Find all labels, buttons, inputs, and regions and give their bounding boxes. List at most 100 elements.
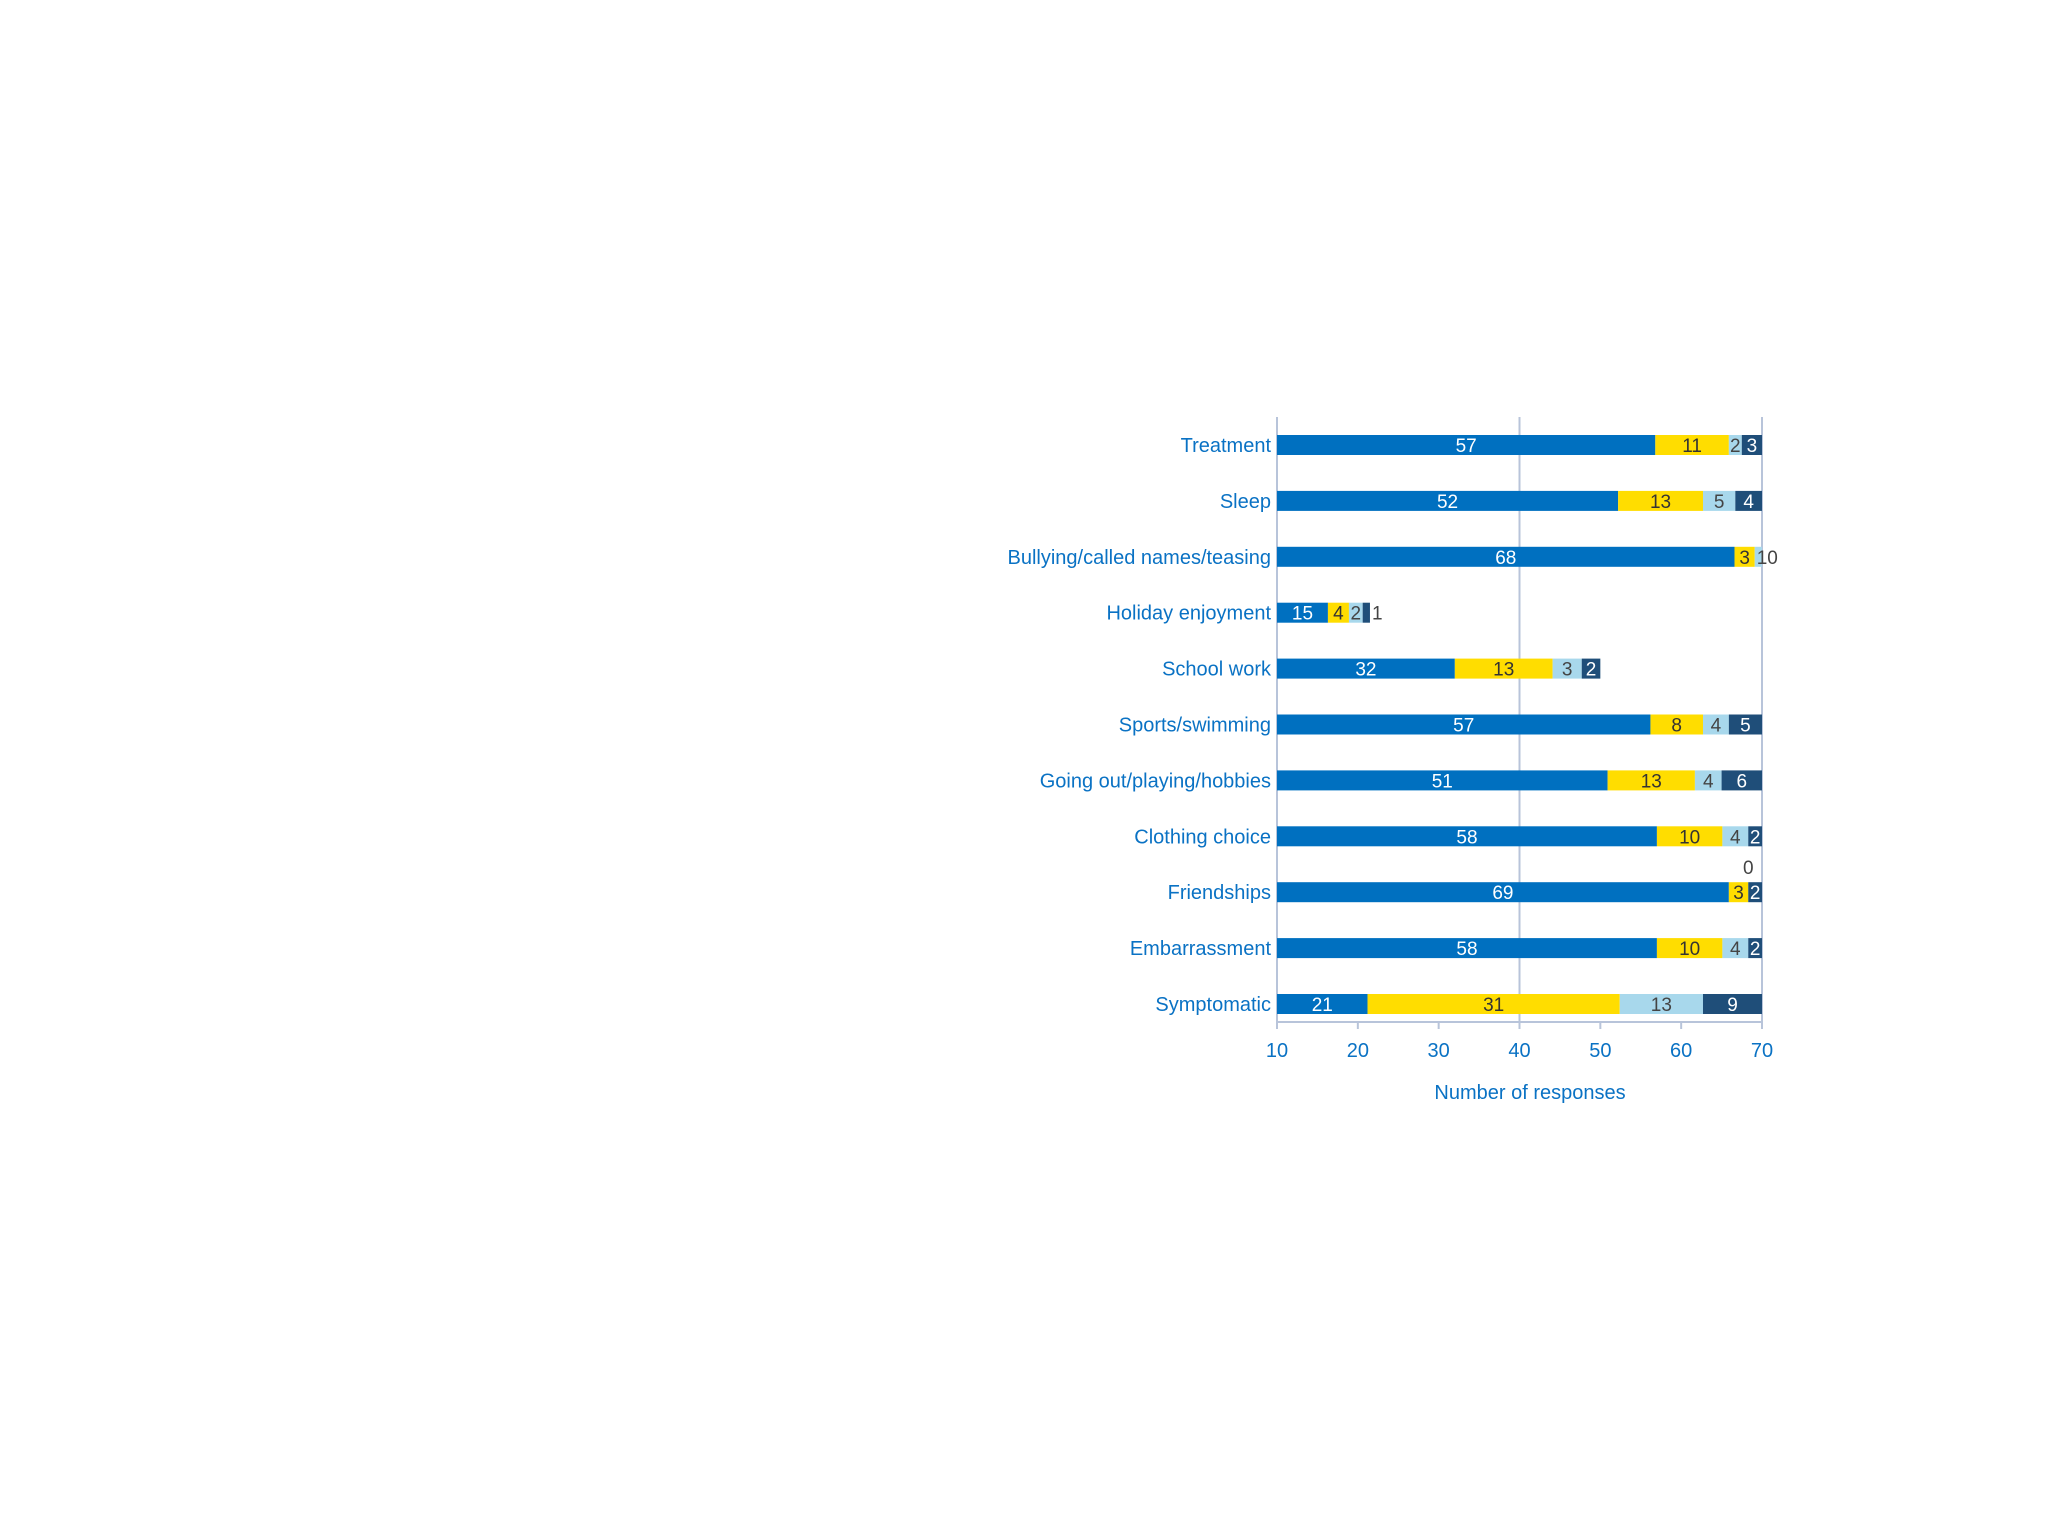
bar-segment: [1655, 435, 1729, 455]
category-label: School work: [1162, 659, 1272, 681]
bar-segment: [1702, 994, 1762, 1014]
bar-segment: [1734, 546, 1755, 567]
data-label: 2: [1730, 436, 1741, 457]
data-label: 3: [1739, 548, 1750, 569]
data-label: 13: [1651, 995, 1672, 1016]
data-label: 8: [1671, 716, 1682, 737]
bar-segment: [1722, 826, 1749, 847]
bar-segment: [1650, 714, 1703, 735]
bar-segment: [1728, 714, 1762, 735]
bar-segment: [1721, 770, 1762, 791]
bar-segment: [1722, 938, 1749, 959]
data-label: 4: [1730, 939, 1741, 960]
category-label: Embarrassment: [1130, 938, 1272, 960]
data-label: 10: [1679, 939, 1700, 960]
category-label: Bullying/called names/teasing: [1008, 547, 1272, 569]
data-label: 4: [1703, 771, 1714, 792]
category-label: Symptomatic: [1155, 994, 1271, 1016]
category-label: Treatment: [1181, 435, 1272, 457]
bar-segment: [1277, 826, 1657, 847]
data-label: 2: [1351, 604, 1362, 625]
bar-segment: [1277, 714, 1651, 735]
data-label: 4: [1333, 604, 1344, 625]
data-label: 15: [1292, 604, 1313, 625]
data-label: 13: [1650, 492, 1671, 513]
bar-segment: [1277, 770, 1608, 791]
bar-segment: [1748, 826, 1762, 847]
bar-segment: [1748, 938, 1762, 959]
bar-segment: [1748, 882, 1762, 903]
bar-segment: [1277, 994, 1368, 1014]
data-label: 2: [1750, 939, 1761, 960]
data-label: 4: [1711, 716, 1722, 737]
bar-segment: [1702, 490, 1736, 511]
data-label: 69: [1492, 883, 1513, 904]
data-label: 3: [1747, 436, 1758, 457]
bar-segment: [1581, 658, 1601, 679]
bar-segment: [1552, 658, 1582, 679]
bar-segment: [1348, 602, 1363, 623]
bar-segment: [1656, 826, 1723, 847]
bar-segment: [1656, 938, 1723, 959]
data-label: 6: [1737, 771, 1748, 792]
x-tick-label: 10: [1266, 1040, 1288, 1062]
bar-segment: [1728, 882, 1749, 903]
data-label: 57: [1456, 436, 1477, 457]
data-label-outside: 1: [1372, 604, 1383, 625]
category-label: Clothing choice: [1134, 826, 1271, 848]
x-axis-title: Number of responses: [1434, 1082, 1625, 1104]
bar-segment: [1277, 882, 1729, 903]
data-label: 2: [1586, 660, 1597, 681]
bar-segment: [1277, 658, 1455, 679]
bar-segment: [1694, 770, 1722, 791]
category-label: Sleep: [1220, 491, 1271, 513]
bar-segment: [1277, 490, 1619, 511]
x-tick-label: 20: [1347, 1040, 1369, 1062]
bar-segment: [1741, 435, 1762, 455]
data-label: 3: [1562, 660, 1573, 681]
data-label: 9: [1727, 995, 1738, 1016]
data-label: 21: [1312, 995, 1333, 1016]
x-tick-label: 30: [1428, 1040, 1450, 1062]
bar-segment: [1619, 994, 1703, 1014]
bar-segment: [1735, 490, 1762, 511]
x-tick-label: 70: [1751, 1040, 1773, 1062]
bar-segment: [1277, 938, 1657, 959]
bar-segment: [1618, 490, 1703, 511]
data-label: 11: [1682, 436, 1702, 457]
category-label: Friendships: [1168, 882, 1271, 904]
bar-segment: [1277, 546, 1735, 567]
data-label: 4: [1743, 492, 1754, 513]
bar-segment: [1454, 658, 1553, 679]
data-label: 3: [1733, 883, 1744, 904]
data-label: 68: [1495, 548, 1516, 569]
data-label: 51: [1432, 771, 1453, 792]
bar-segment: [1362, 602, 1370, 623]
data-label: 2: [1750, 883, 1761, 904]
data-label: 13: [1641, 771, 1662, 792]
bar-segment: [1728, 435, 1742, 455]
bar-segment: [1277, 435, 1656, 455]
data-label-outside: 10: [1757, 548, 1778, 569]
data-label: 58: [1456, 939, 1477, 960]
bar-segment: [1277, 602, 1328, 623]
data-label: 10: [1679, 827, 1700, 848]
bar-segment: [1702, 714, 1729, 735]
bar-segment: [1754, 546, 1762, 567]
category-label: Holiday enjoyment: [1106, 603, 1271, 625]
x-tick-label: 50: [1589, 1040, 1611, 1062]
x-tick-label: 60: [1670, 1040, 1692, 1062]
data-label: 31: [1483, 995, 1504, 1016]
data-label: 57: [1453, 716, 1474, 737]
bar-segment: [1367, 994, 1620, 1014]
data-label: 2: [1750, 827, 1761, 848]
data-label: 13: [1493, 660, 1514, 681]
data-label: 5: [1714, 492, 1725, 513]
data-label-above: 0: [1743, 858, 1754, 879]
category-label: Going out/playing/hobbies: [1040, 770, 1271, 792]
data-label: 4: [1730, 827, 1741, 848]
data-label: 32: [1355, 660, 1376, 681]
